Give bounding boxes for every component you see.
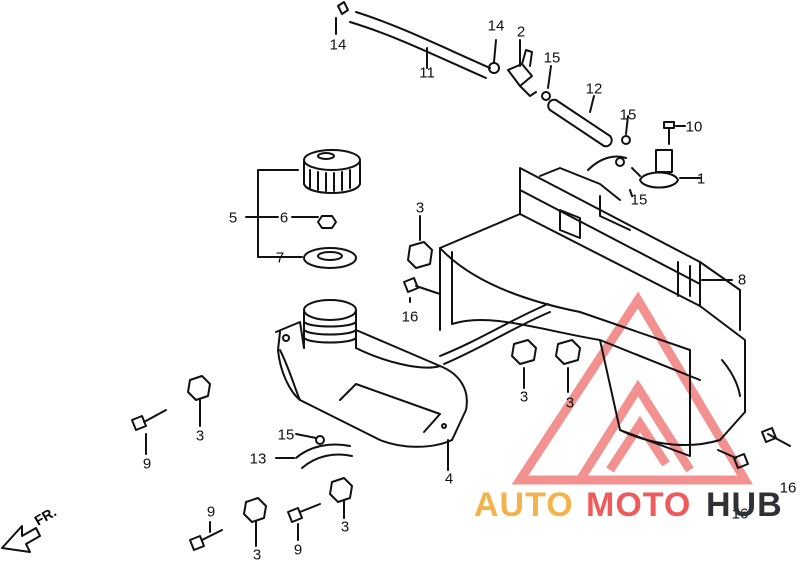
rubber-mount bbox=[187, 241, 581, 523]
callout-4: 4 bbox=[444, 470, 454, 488]
callout-13: 13 bbox=[249, 450, 267, 468]
watermark-auto: AUTO bbox=[474, 486, 574, 524]
fuel-hose-12 bbox=[547, 98, 613, 148]
callout-3: 3 bbox=[565, 394, 575, 412]
fuel-tank-cap bbox=[303, 149, 361, 194]
callout-3: 3 bbox=[519, 388, 529, 406]
watermark-moto: MOTO bbox=[586, 486, 692, 524]
callout-9: 9 bbox=[206, 503, 216, 521]
fuel-tank-4 bbox=[275, 299, 468, 448]
callout-16: 16 bbox=[731, 505, 749, 523]
callout-5: 5 bbox=[228, 209, 238, 227]
callout-1: 1 bbox=[696, 170, 706, 188]
callout-9: 9 bbox=[142, 455, 152, 473]
cap-gasket-7 bbox=[303, 247, 357, 269]
fuel-cock-1 bbox=[615, 121, 679, 189]
callout-15: 15 bbox=[619, 106, 637, 124]
callout-15: 15 bbox=[543, 49, 561, 67]
fuel-hose-11 bbox=[337, 1, 491, 79]
fuel-valve-2 bbox=[488, 49, 551, 101]
callout-16: 16 bbox=[401, 308, 419, 326]
callout-7: 7 bbox=[275, 249, 285, 267]
tank-frame-8 bbox=[439, 155, 746, 457]
callout-8: 8 bbox=[737, 271, 747, 289]
drain-hose-13 bbox=[295, 435, 353, 469]
callout-16: 16 bbox=[779, 479, 797, 497]
callout-9: 9 bbox=[293, 541, 303, 559]
callout-12: 12 bbox=[585, 80, 603, 98]
callout-2: 2 bbox=[516, 23, 526, 41]
callout-3: 3 bbox=[340, 518, 350, 536]
callout-15: 15 bbox=[277, 426, 295, 444]
callout-11: 11 bbox=[419, 64, 435, 82]
watermark-hub: HUB bbox=[706, 486, 783, 524]
callout-14: 14 bbox=[329, 36, 347, 54]
mounting-bolt bbox=[131, 277, 791, 551]
cap-washer-6 bbox=[317, 215, 337, 229]
callout-15: 15 bbox=[630, 191, 648, 209]
callout-6: 6 bbox=[279, 209, 289, 227]
callout-10: 10 bbox=[685, 118, 703, 136]
callout-3: 3 bbox=[252, 546, 262, 564]
callout-3: 3 bbox=[195, 427, 205, 445]
front-direction-arrow bbox=[1, 525, 41, 553]
callout-14: 14 bbox=[487, 17, 505, 35]
callout-3: 3 bbox=[415, 199, 425, 217]
triangle-logo bbox=[511, 291, 753, 485]
